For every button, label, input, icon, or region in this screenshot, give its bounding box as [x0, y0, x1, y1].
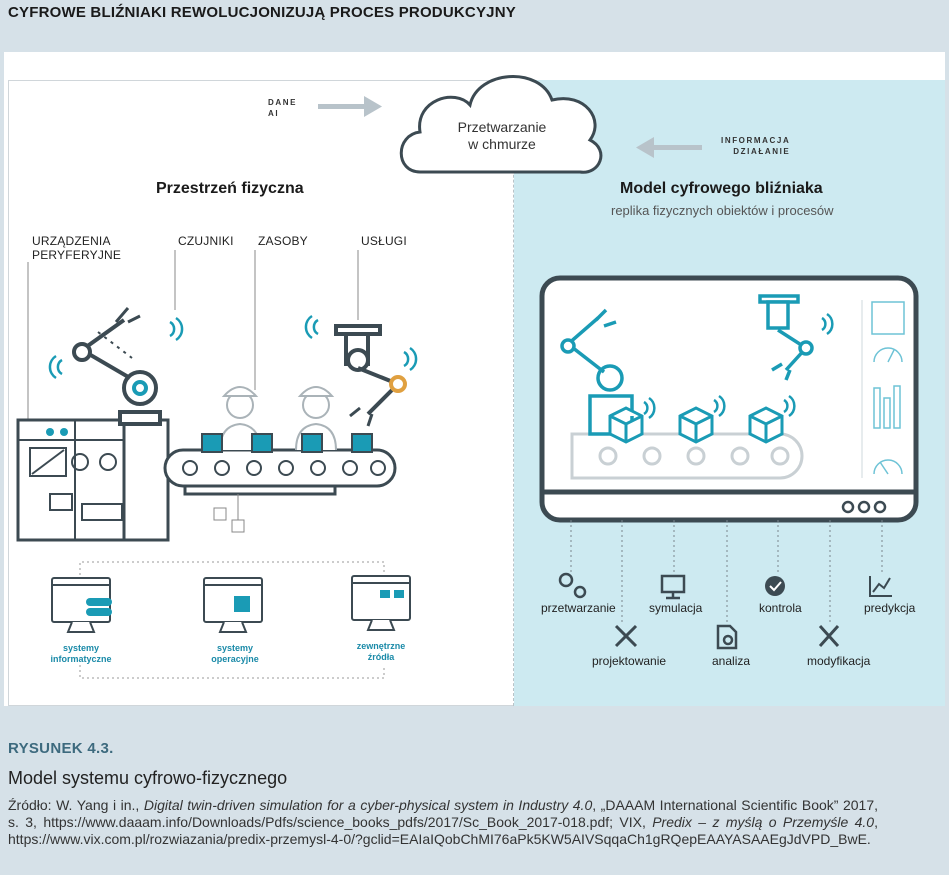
design-tools-icon — [614, 624, 638, 648]
category-label: URZĄDZENIA — [32, 234, 111, 248]
action-label: DZIAŁANIE — [733, 147, 791, 156]
wrench-icon — [818, 624, 840, 648]
function-control: kontrola — [759, 601, 802, 615]
function-design: projektowanie — [592, 654, 667, 668]
ai-label: AI — [268, 109, 280, 118]
simulation-icon — [660, 574, 686, 600]
info-action-label: INFORMACJA DZIAŁANIE — [721, 135, 790, 157]
twin-ceiling-arm-icon — [758, 294, 814, 381]
gears-icon — [558, 572, 587, 599]
system-label: zewnętrzne — [356, 641, 406, 651]
page-title: CYFROWE BLIŹNIAKI REWOLUCJONIZUJĄ PROCES… — [8, 4, 516, 21]
system-informational: systemy informatyczne — [36, 643, 126, 665]
info-label: INFORMACJA — [721, 136, 791, 145]
system-label: systemy — [216, 643, 254, 653]
source-prefix: Źródło: W. Yang i in., — [8, 797, 144, 813]
data-arrow-icon — [318, 96, 382, 117]
system-label: operacyjne — [211, 654, 259, 664]
function-processing: przetwarzanie — [541, 601, 616, 615]
system-label: źródła — [367, 652, 395, 662]
analysis-icon — [716, 624, 738, 650]
worker-icon — [219, 386, 337, 451]
signal-icon — [48, 314, 418, 380]
system-external: zewnętrzne źródła — [336, 641, 426, 663]
twin-box-icon — [608, 406, 784, 444]
systems-bracket — [79, 561, 385, 679]
cloud-icon — [399, 75, 603, 174]
digital-twin-subtitle: replika fizycznych obiektów i procesów — [611, 203, 834, 218]
category-peripherals: URZĄDZENIA PERYFERYJNE — [32, 234, 121, 262]
sidebar-icons — [871, 301, 905, 475]
category-sensors: CZUJNIKI — [178, 234, 234, 248]
cloud-label-line2: w chmurze — [468, 136, 536, 152]
function-modification: modyfikacja — [807, 654, 871, 668]
function-simulation: symulacja — [649, 601, 703, 615]
system-operational: systemy operacyjne — [190, 643, 280, 665]
physical-space-area — [8, 80, 514, 706]
category-services: USŁUGI — [361, 234, 407, 248]
function-analysis: analiza — [712, 654, 751, 668]
header-bar: CYFROWE BLIŹNIAKI REWOLUCJONIZUJĄ PROCES… — [0, 0, 949, 28]
cloud-label: Przetwarzanie w chmurze — [427, 119, 577, 153]
cloud-label-line1: Przetwarzanie — [457, 119, 547, 135]
source-mid1: , „DAAAM International Scientific Book” … — [8, 797, 879, 830]
data-ai-label: DANE AI — [268, 97, 297, 119]
conveyor-belt-icon — [163, 448, 397, 533]
twin-signal-icon — [643, 312, 834, 420]
divider — [513, 80, 514, 706]
figure-title: Model systemu cyfrowo-fizycznego — [8, 768, 288, 788]
data-label: DANE — [268, 98, 298, 107]
category-label: PERYFERYJNE — [32, 248, 122, 262]
robot-arm-icon — [72, 307, 162, 426]
product-box-icon — [201, 433, 373, 453]
function-connectors — [570, 520, 883, 622]
category-resources: ZASOBY — [258, 234, 308, 248]
source-work2: Predix – z myślą o Przemyśle 4.0 — [652, 814, 875, 830]
check-icon — [765, 576, 785, 596]
source-mid2: , https://www.vix.com.pl/rozwiazania/pre… — [8, 814, 878, 847]
digital-twin-title: Model cyfrowego bliźniaka — [620, 180, 823, 197]
industrial-machine-icon — [16, 418, 170, 542]
function-prediction: predykcja — [864, 601, 916, 615]
system-accent-icons — [86, 590, 404, 616]
figure-source: Źródło: W. Yang i in., Digital twin-driv… — [8, 797, 878, 848]
figure-number: RYSUNEK 4.3. — [8, 740, 114, 757]
category-lines — [27, 250, 359, 420]
category-label: USŁUGI — [361, 234, 407, 248]
source-work1: Digital twin-driven simulation for a cyb… — [143, 797, 593, 813]
ceiling-robot-arm-icon — [334, 324, 407, 427]
category-label: CZUJNIKI — [178, 234, 234, 248]
category-label: ZASOBY — [258, 234, 308, 248]
system-label: informatyczne — [50, 654, 112, 664]
prediction-icon — [869, 576, 892, 597]
physical-space-title: Przestrzeń fizyczna — [156, 180, 304, 197]
info-arrow-icon — [636, 137, 702, 158]
system-label: systemy — [62, 643, 100, 653]
